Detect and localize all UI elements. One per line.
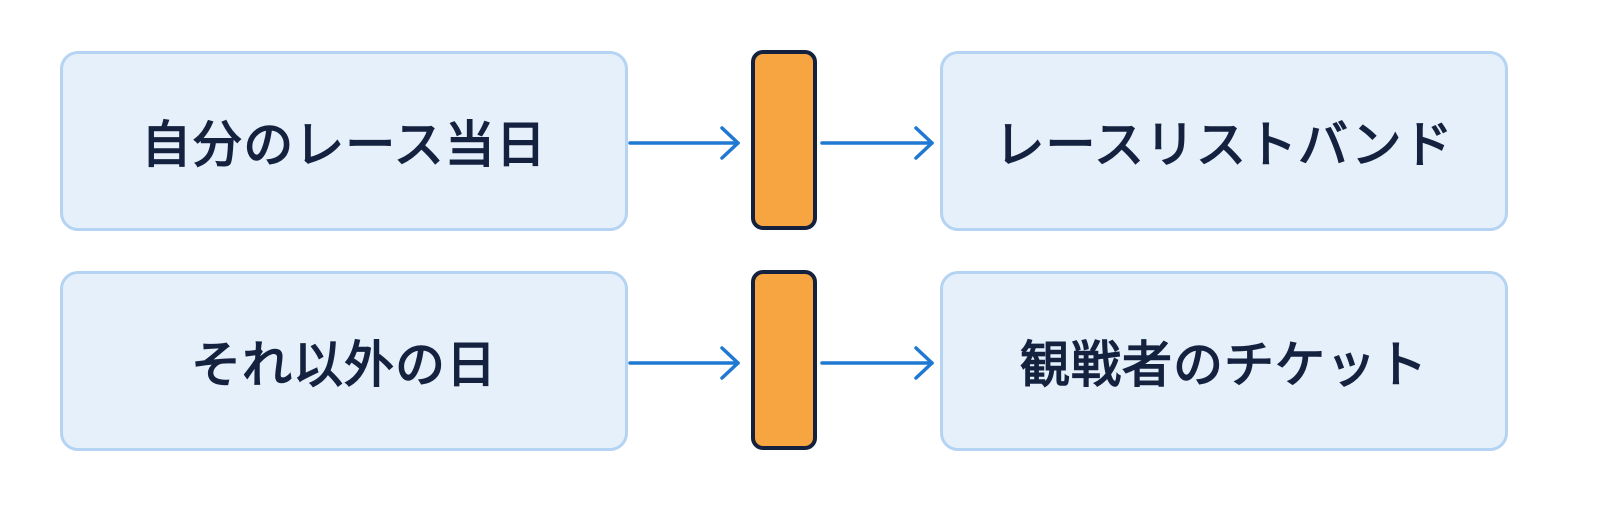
arrow-gate-to-result-row1 bbox=[820, 126, 934, 160]
gate-block-race-day bbox=[751, 50, 817, 230]
result-label-wristband: レースリストバンド bbox=[994, 116, 1454, 174]
source-label-other-days: それ以外の日 bbox=[191, 336, 497, 394]
arrow-source-to-gate-row1 bbox=[628, 126, 740, 160]
arrow-source-to-gate-row2 bbox=[628, 346, 740, 380]
result-box-ticket: 観戦者のチケット bbox=[940, 271, 1508, 451]
source-label-race-day: 自分のレース当日 bbox=[141, 116, 547, 174]
gate-block-other-days bbox=[751, 270, 817, 450]
result-label-ticket: 観戦者のチケット bbox=[1020, 336, 1428, 394]
arrow-gate-to-result-row2 bbox=[820, 346, 934, 380]
source-box-race-day: 自分のレース当日 bbox=[60, 51, 628, 231]
result-box-wristband: レースリストバンド bbox=[940, 51, 1508, 231]
source-box-other-days: それ以外の日 bbox=[60, 271, 628, 451]
